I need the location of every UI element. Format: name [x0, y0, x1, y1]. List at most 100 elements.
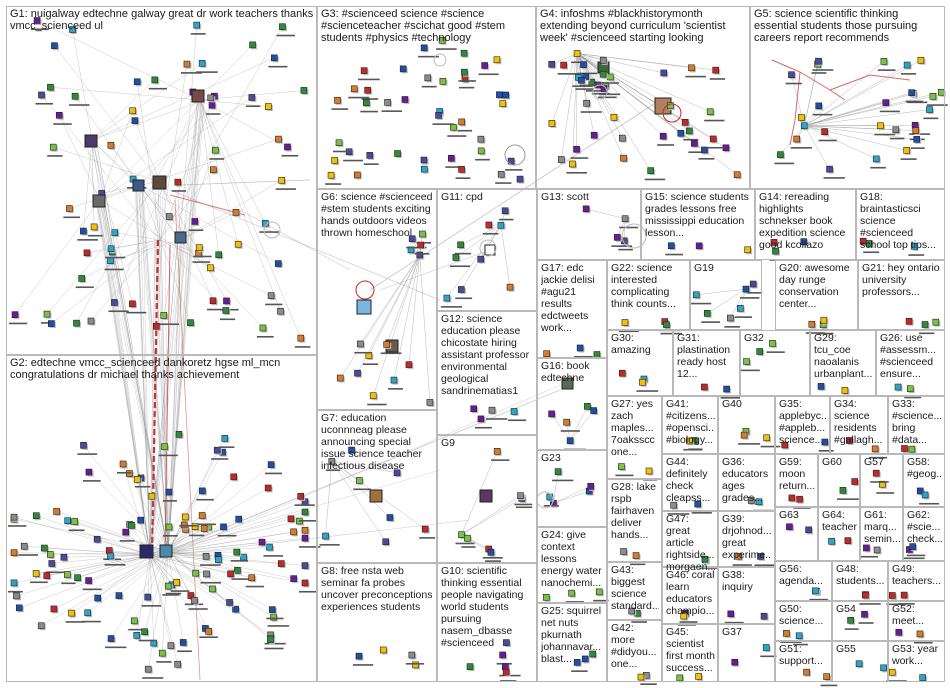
node-label-mark — [906, 554, 926, 557]
edge-g1-g2 — [149, 180, 157, 556]
node-g3 — [496, 91, 503, 99]
node-label-mark — [698, 158, 715, 160]
node-label-mark — [478, 73, 499, 76]
avatar-node-g6 — [356, 299, 372, 315]
node-g2 — [240, 553, 247, 561]
node-label-mark — [367, 403, 387, 406]
node-g29 — [817, 383, 825, 390]
node-g3 — [435, 112, 442, 119]
node-label-mark — [754, 564, 775, 567]
node-g1 — [271, 54, 278, 62]
node-label-mark — [482, 232, 499, 235]
node-g2 — [20, 542, 28, 550]
group-box-g2: G2: edtechne vmcc_scienceed dankoretz hg… — [6, 355, 317, 682]
node-label-mark — [585, 90, 608, 92]
node-g49 — [900, 591, 908, 599]
node-g9 — [458, 531, 465, 538]
node-g1 — [277, 307, 284, 315]
group-label-g20: G20: awesome day runge conservation cent… — [779, 262, 853, 310]
node-label-mark — [913, 641, 933, 644]
edge-g1-g2 — [149, 242, 156, 556]
node-g5 — [926, 106, 933, 113]
node-g40 — [763, 434, 770, 442]
edge-g1-g2 — [95, 195, 169, 553]
edge-g1-g2 — [90, 139, 169, 553]
group-label-g24: G24: give context lessons energy water n… — [541, 529, 602, 589]
edge-g2 — [16, 554, 151, 597]
node-g2 — [85, 468, 93, 476]
node-label-mark — [405, 663, 425, 665]
node-g2 — [301, 579, 309, 587]
node-g57 — [872, 469, 880, 477]
node-g1 — [249, 41, 256, 49]
node-label-mark — [739, 297, 760, 299]
edge-g1-g2 — [149, 239, 181, 556]
group-box-g28: G28: lake rspb fairhaven deliver hands..… — [607, 479, 662, 562]
node-g2 — [277, 560, 285, 567]
node-g32 — [743, 358, 750, 365]
node-label-mark — [259, 231, 279, 233]
edge-g5 — [780, 125, 805, 155]
node-label-mark — [860, 555, 879, 558]
node-g1 — [47, 83, 54, 91]
node-g1 — [297, 334, 305, 342]
node-label-mark — [870, 481, 889, 483]
node-g2 — [167, 642, 175, 649]
group-box-g31: G31: plastination ready host 12... — [673, 330, 740, 396]
node-g55 — [880, 664, 887, 672]
group-box-g49: G49: teachers... — [888, 561, 945, 601]
node-g16 — [590, 407, 597, 414]
edge-g2 — [19, 551, 169, 609]
edge-g1-g2 — [137, 188, 169, 553]
node-label-mark — [325, 183, 342, 185]
edge-g2 — [167, 526, 196, 553]
node-label-mark — [199, 636, 218, 639]
node-g6 — [383, 341, 391, 348]
node-g34 — [846, 437, 853, 444]
node-g13 — [582, 205, 590, 213]
node-g2 — [10, 513, 18, 521]
node-g49 — [888, 592, 896, 599]
group-label-g61: G61: marq... semin... — [864, 509, 900, 545]
node-label-mark — [454, 252, 472, 255]
node-label-mark — [265, 472, 282, 475]
node-label-mark — [245, 585, 265, 588]
node-label-mark — [47, 155, 63, 157]
node-label-mark — [683, 138, 699, 141]
node-label-mark — [218, 446, 235, 448]
node-label-mark — [475, 158, 490, 161]
node-g5 — [777, 151, 784, 158]
node-g2 — [301, 508, 309, 516]
node-g11 — [452, 254, 460, 261]
edge-g5-red — [771, 59, 801, 73]
node-label-mark — [688, 151, 707, 153]
node-g2 — [173, 578, 180, 586]
group-box-g44: G44: definitely check cleapss... — [662, 454, 718, 511]
node-label-mark — [82, 588, 102, 591]
node-label-mark — [104, 564, 126, 566]
node-label-mark — [900, 158, 917, 160]
node-g2 — [32, 512, 40, 520]
node-label-mark — [325, 469, 341, 472]
node-label-mark — [461, 546, 476, 548]
node-label-mark — [923, 117, 939, 120]
node-label-mark — [88, 234, 103, 237]
node-g5 — [798, 114, 805, 121]
edge-g2 — [167, 438, 226, 553]
node-g1 — [33, 17, 41, 24]
node-g2 — [301, 562, 309, 569]
node-g42 — [637, 673, 645, 681]
edge-g2 — [149, 554, 177, 583]
node-g4 — [701, 146, 708, 154]
edge-g2 — [167, 511, 306, 553]
edge-g5-red — [794, 71, 801, 121]
node-label-mark — [134, 485, 151, 488]
group-label-g4: G4: infoshms #blackhistorymonth extendin… — [540, 8, 729, 44]
node-label-mark — [886, 603, 906, 606]
group-label-g28: G28: lake rspb fairhaven deliver hands..… — [611, 481, 659, 541]
group-box-g25: G25: squirrel net nuts pkurnath johannav… — [537, 603, 607, 682]
group-label-g32: G32 — [744, 332, 764, 344]
node-g2 — [290, 575, 297, 582]
node-g2 — [64, 517, 71, 525]
node-g4 — [659, 132, 667, 140]
